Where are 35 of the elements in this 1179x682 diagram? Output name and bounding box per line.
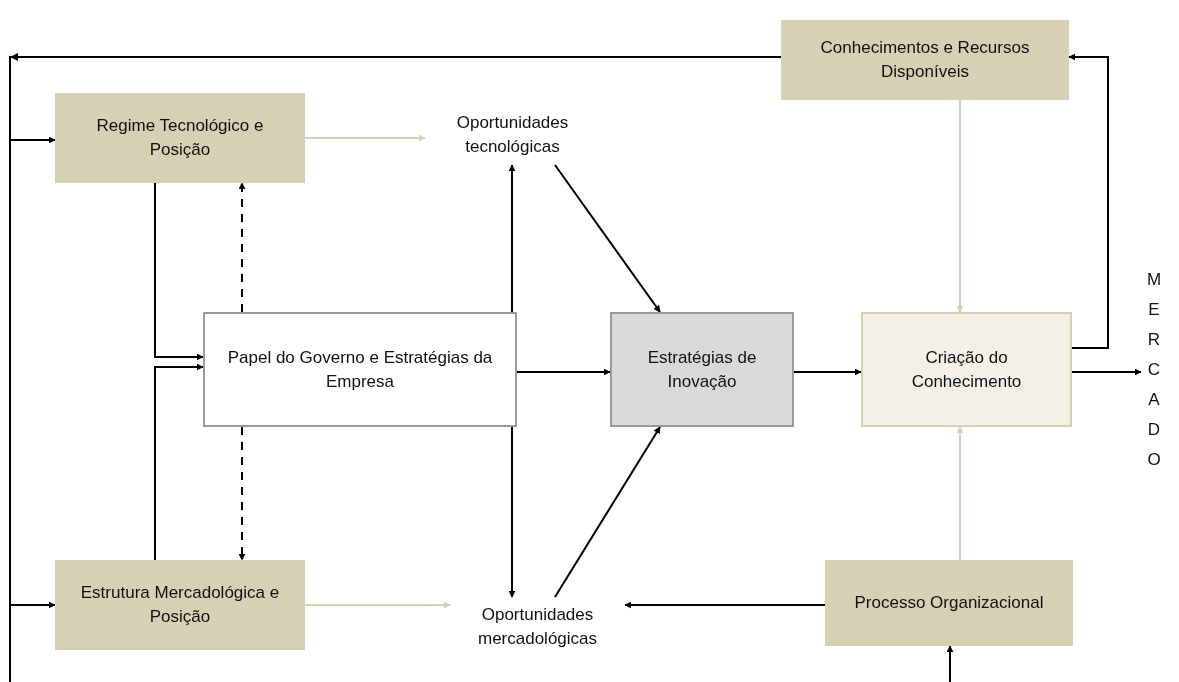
process-box [55, 560, 305, 650]
node-label: Oportunidades mercadológicas [450, 597, 625, 657]
box-label: Papel do Governo e Estratégias da Empresa [226, 346, 494, 393]
arrow [304, 134, 426, 142]
vertical-label: MERCADO [1145, 268, 1163, 471]
node-label: Oportunidades tecnológicas [425, 105, 600, 165]
arrow [956, 99, 964, 313]
process-box [610, 312, 794, 427]
process-box [55, 93, 305, 183]
arrow [508, 164, 516, 313]
box-label: Regime Tecnológico e Posição [95, 115, 265, 161]
arrow [956, 426, 964, 561]
process-box [825, 560, 1073, 646]
arrow [554, 164, 661, 313]
arrow [793, 368, 862, 376]
dashed-arrow [238, 182, 246, 313]
box-label: Conhecimentos e Recursos Disponíveis [819, 37, 1031, 83]
arrow [1068, 53, 1109, 349]
arrow [1071, 368, 1142, 376]
process-box [861, 312, 1072, 427]
arrow [946, 645, 954, 682]
arrow [154, 182, 204, 361]
arrow [154, 363, 204, 561]
box-label: Estratégias de Inovação [646, 346, 758, 393]
box-label: Estrutura Mercadológica e Posição [79, 582, 281, 628]
process-box [781, 20, 1069, 100]
dashed-arrow [238, 426, 246, 561]
box-label: Processo Organizacional [854, 592, 1044, 614]
arrow [508, 426, 516, 598]
arrow [554, 426, 661, 598]
arrow [304, 601, 451, 609]
arrow [516, 368, 611, 376]
box-label: Criação do Conhecimento [910, 346, 1023, 393]
arrow [624, 601, 826, 609]
process-box [203, 312, 517, 427]
